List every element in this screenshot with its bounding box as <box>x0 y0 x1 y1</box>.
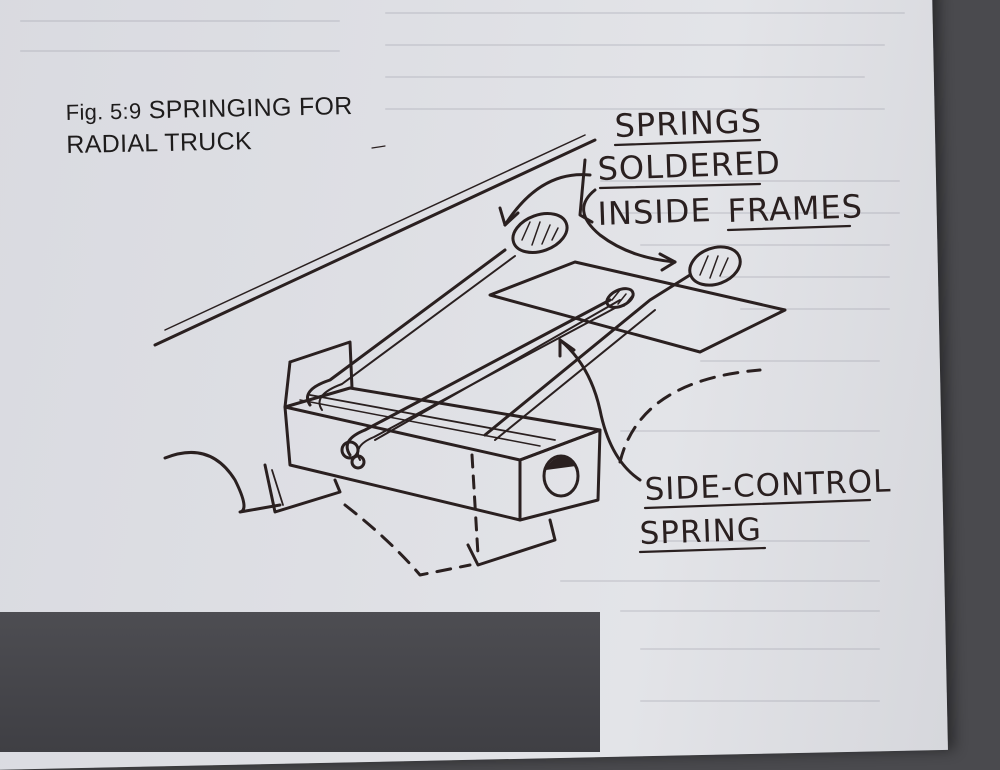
label-frames: FRAMES <box>727 187 864 230</box>
axle-hole-fill <box>546 457 576 470</box>
underline-side-control <box>643 498 872 510</box>
frame-plate <box>488 260 787 354</box>
solder-blob-right <box>688 245 742 287</box>
spring-wire-4 <box>374 299 621 441</box>
truck-block-end <box>518 428 602 522</box>
label-bracket <box>578 158 594 224</box>
loco-frame-edge <box>153 138 597 347</box>
loco-frame-edge-inner <box>164 134 586 331</box>
truck-block-back <box>288 340 354 390</box>
label-soldered: SOLDERED <box>597 144 781 188</box>
frame-outline-dashed-lower <box>343 503 472 577</box>
radial-truck-diagram: SPRINGS SOLDERED INSIDE FRAMES SIDE-CONT… <box>153 102 892 577</box>
frame-vertical-dashed <box>470 453 480 557</box>
underline-springs <box>613 138 762 147</box>
underline-soldered <box>598 182 762 190</box>
photo-plate-edge <box>0 612 600 752</box>
print-speck <box>371 145 386 149</box>
arrow-side-control <box>558 338 642 482</box>
arrow-head-side-control <box>558 338 576 358</box>
lower-bracket-left <box>263 463 342 514</box>
truck-top-line <box>309 394 556 441</box>
spring-wire-1 <box>306 248 507 407</box>
spring-wire-2 <box>345 298 612 457</box>
spring-loop-2 <box>350 454 366 470</box>
spring-wire-3 <box>483 273 692 437</box>
truck-top-line-2 <box>299 399 541 447</box>
truck-block-front <box>283 405 522 522</box>
solder-blob-left-hatch <box>521 221 559 246</box>
spring-coil-lines <box>611 289 633 307</box>
spring-coil <box>605 287 635 309</box>
arrow-springs-left <box>503 173 592 227</box>
underline-frames <box>726 224 852 232</box>
underline-spring <box>638 546 767 554</box>
lower-bracket-left-2 <box>271 469 284 506</box>
wheel-outline <box>163 450 282 514</box>
arrow-head-springs-left <box>498 206 520 227</box>
label-spring: SPRING <box>639 512 762 552</box>
solder-blob-right-hatch <box>699 255 729 279</box>
frame-outline-dashed <box>618 368 762 464</box>
arrow-head-springs-right <box>658 252 677 272</box>
spring-loop-1 <box>340 440 360 460</box>
lower-bracket-right <box>466 518 557 567</box>
solder-blob-left <box>511 212 569 254</box>
label-inside: INSIDE <box>597 191 712 233</box>
spring-wire-1-b <box>318 255 516 411</box>
axle-hole <box>542 454 580 498</box>
truck-block-back-edge <box>283 360 292 409</box>
arrow-springs-right <box>582 188 677 264</box>
label-springs: SPRINGS <box>614 102 763 145</box>
spring-wire-3-b <box>494 309 656 441</box>
